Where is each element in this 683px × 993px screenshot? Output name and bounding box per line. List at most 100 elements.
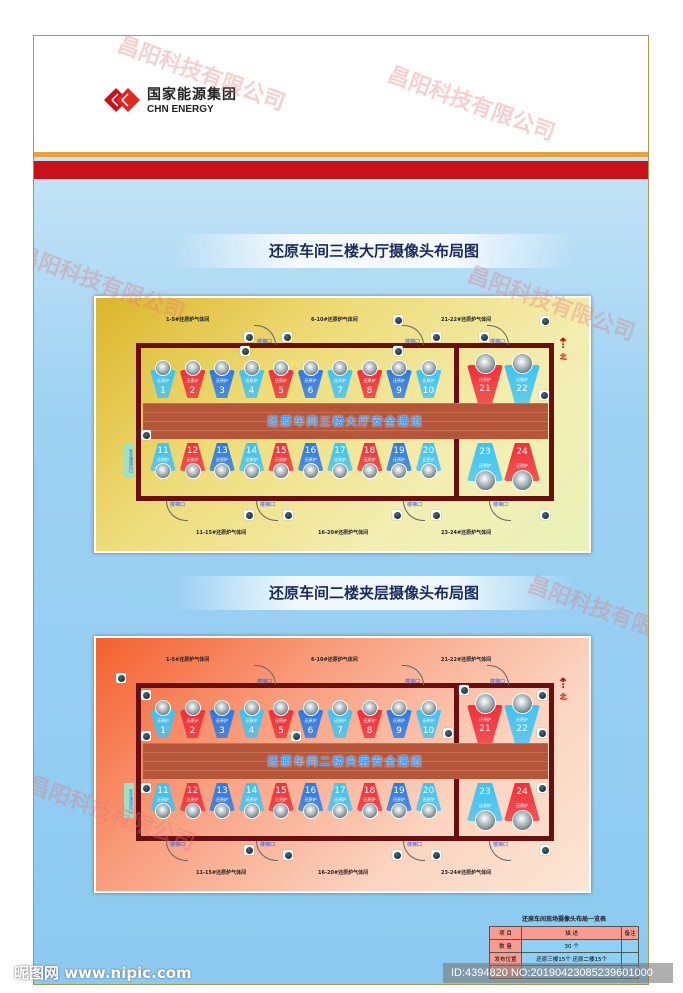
room-label: 6-10#还原炉气体间 xyxy=(311,657,358,663)
furnace-label: 还原炉 xyxy=(186,797,199,802)
furnace-label: 还原炉 xyxy=(479,377,491,382)
furnace-ball-icon xyxy=(332,463,348,479)
safety-corridor: 还原车间三楼大厅安全通道 xyxy=(143,403,548,439)
furnace-label: 还原炉 xyxy=(393,378,405,383)
furnace-number: 13 xyxy=(216,786,228,796)
camera-icon xyxy=(392,510,402,520)
furnace-ball-icon xyxy=(214,463,230,479)
furnace-label: 还原炉 xyxy=(479,717,491,722)
furnace-number: 17 xyxy=(334,446,346,456)
furnace-label: 还原炉 xyxy=(363,797,376,802)
furnace-label: 还原炉 xyxy=(393,797,405,802)
furnace-ball-icon xyxy=(391,360,407,376)
camera-icon xyxy=(537,728,547,738)
camera-icon xyxy=(141,690,151,700)
furnace-ball-icon xyxy=(155,803,171,819)
camera-icon xyxy=(479,332,489,342)
furnace-number: 24 xyxy=(516,447,528,457)
furnace-ball-icon xyxy=(214,803,230,819)
furnace-label: 还原炉 xyxy=(304,797,317,802)
furnace-ball-icon xyxy=(420,700,437,716)
furnace-number: 24 xyxy=(516,787,528,797)
room-label: 1-5#还原炉气体间 xyxy=(166,317,210,323)
camera-icon xyxy=(537,783,547,793)
furnace-number: 1 xyxy=(160,726,166,736)
furnace-label: 还原炉 xyxy=(186,718,199,723)
furnace-ball-icon xyxy=(155,360,171,376)
cell xyxy=(621,952,639,966)
camera-icon xyxy=(392,850,402,860)
furnace-number: 8 xyxy=(366,386,373,396)
furnace-label: 还原炉 xyxy=(363,378,376,383)
plan-title-3f: 还原车间三楼大厅摄像头布局图 xyxy=(174,234,574,268)
furnace-label: 还原炉 xyxy=(304,718,317,723)
camera-icon xyxy=(141,430,151,440)
furnace-number: 20 xyxy=(422,786,435,796)
north-arrow: ⇡北 xyxy=(557,676,569,702)
furnace-4: 还原炉 4 xyxy=(238,700,265,738)
camera-icon xyxy=(244,332,254,342)
furnace-label: 还原炉 xyxy=(275,378,287,383)
furnace-label: 还原炉 xyxy=(275,718,287,723)
furnace-ball-icon xyxy=(361,463,378,479)
furnace-label: 还原炉 xyxy=(245,718,258,723)
room-label: 1-5#还原炉气体间 xyxy=(166,657,210,663)
furnace-label: 还原炉 xyxy=(393,718,405,723)
room-label: 16-20#还原炉气体间 xyxy=(318,530,369,536)
furnace-ball-icon xyxy=(420,803,437,819)
camera-icon xyxy=(282,332,292,342)
stair-door: 楼梯口 xyxy=(489,841,511,861)
furnace-number: 1 xyxy=(160,386,166,396)
compass-icon: ⇡ xyxy=(557,676,569,692)
exit-label: 安全通道出口 xyxy=(124,783,134,818)
compass-icon: ⇡ xyxy=(557,336,569,352)
furnace-ball-icon xyxy=(243,700,260,716)
furnace-ball-icon xyxy=(273,700,289,716)
camera-icon xyxy=(393,315,403,325)
room-label: 23-24#还原炉气体间 xyxy=(441,870,492,876)
furnace-number: 16 xyxy=(304,446,317,456)
furnace-number: 2 xyxy=(189,386,196,396)
furnace-ball-icon xyxy=(475,353,496,374)
furnace-ball-icon xyxy=(332,700,348,716)
footer-id: ID:4394820 NO:20190423085239601000 xyxy=(443,963,673,983)
furnace-ball-icon xyxy=(184,463,201,479)
furnace-number: 5 xyxy=(278,726,284,736)
furnace-number: 4 xyxy=(248,726,255,736)
camera-icon xyxy=(540,316,550,326)
furnace-number: 21 xyxy=(479,384,491,394)
camera-icon xyxy=(244,510,254,520)
furnace-label: 还原炉 xyxy=(422,378,435,383)
furnace-ball-icon xyxy=(155,463,171,479)
furnace-ball-icon xyxy=(184,803,201,819)
furnace-number: 7 xyxy=(337,386,343,396)
camera-icon xyxy=(540,510,550,520)
furnace-number: 23 xyxy=(479,787,491,797)
furnace-ball-icon xyxy=(361,700,378,716)
furnace-number: 13 xyxy=(216,446,228,456)
furnace-label: 还原炉 xyxy=(363,457,376,462)
stair-door: 楼梯口 xyxy=(487,665,509,685)
furnace-ball-icon xyxy=(155,700,171,716)
